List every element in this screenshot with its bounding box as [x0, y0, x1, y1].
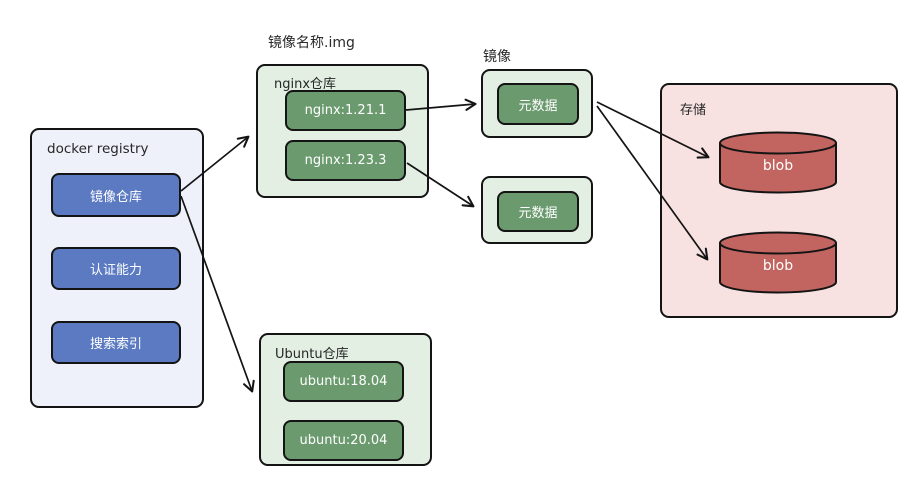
metadata-box-2: 元数据: [481, 176, 593, 244]
nginx-repo-box: nginx仓库 nginx:1.21.1 nginx:1.23.3: [256, 64, 429, 198]
metadata-box-1: 元数据: [481, 69, 593, 138]
blob-cylinder-2: blob: [718, 231, 838, 295]
blob-cylinder-1: blob: [718, 131, 838, 195]
storage-title: 存储: [680, 103, 707, 118]
cylinder-icon: [719, 131, 837, 194]
image-name-label: 镜像名称.img: [268, 35, 355, 51]
blob-label-2: blob: [762, 258, 794, 274]
storage-box: 存储 blob blob: [660, 83, 898, 318]
blob-label-1: blob: [762, 158, 794, 174]
node-auth-capability: 认证能力: [51, 247, 181, 290]
nginx-repo-title: nginx仓库: [274, 77, 337, 92]
node-nginx-1-23-3: nginx:1.23.3: [285, 140, 406, 181]
node-metadata-1: 元数据: [497, 83, 579, 125]
node-search-index: 搜索索引: [51, 321, 181, 364]
ubuntu-repo-box: Ubuntu仓库 ubuntu:18.04 ubuntu:20.04: [259, 333, 432, 466]
node-metadata-2: 元数据: [497, 191, 579, 232]
ubuntu-repo-title: Ubuntu仓库: [275, 347, 349, 362]
node-ubuntu-18-04: ubuntu:18.04: [283, 361, 404, 402]
node-image-repository: 镜像仓库: [51, 173, 181, 217]
docker-registry-box: docker registry 镜像仓库 认证能力 搜索索引: [30, 128, 204, 408]
node-ubuntu-20-04: ubuntu:20.04: [283, 420, 404, 461]
docker-registry-title: docker registry: [47, 141, 149, 157]
node-nginx-1-21-1: nginx:1.21.1: [285, 90, 406, 131]
image-label: 镜像: [483, 49, 511, 65]
cylinder-icon: [719, 231, 837, 294]
